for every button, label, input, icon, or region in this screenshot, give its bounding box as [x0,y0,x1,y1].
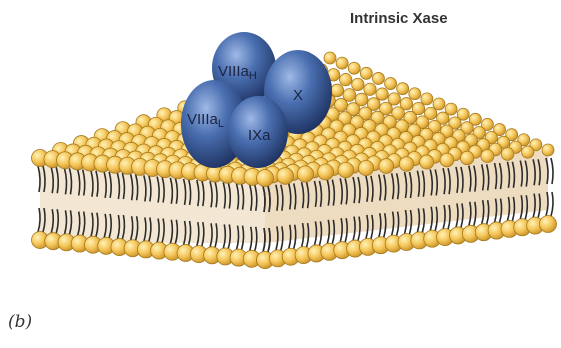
lipid-head [372,72,384,84]
lipid-head [364,83,376,95]
lipid-head [257,170,274,187]
lipid-head [421,93,433,105]
lipid-head [297,166,313,182]
lipid-tail [38,208,40,232]
lipid-head [331,84,344,97]
lipid-head [336,57,348,69]
lipid-head [522,146,534,158]
lipid-head [460,151,473,164]
lipid-tail [551,192,553,216]
lipid-head [338,162,354,178]
lipid-head [358,160,373,175]
lipid-head [352,78,364,90]
lipid-head [360,67,372,79]
lipid-head [481,149,494,162]
lipid-head [409,88,421,100]
lipid-head [376,88,388,100]
lipid-head [440,153,454,167]
lipid-head [340,73,352,85]
lipid-head [277,168,294,185]
lipid-head [379,159,394,174]
diagram-title: Intrinsic Xase [350,10,448,27]
lipid-head [542,144,554,156]
panel-label: (b) [8,312,32,332]
lipid-head [540,216,557,233]
lipid-tail [551,158,553,184]
protein-label-ixa: IXa [248,127,271,144]
lipid-head [324,52,336,64]
lipid-head [399,157,414,172]
lipid-head [385,78,397,90]
lipid-head [318,164,334,180]
lipid-head [501,148,514,161]
lipid-head [420,155,434,169]
lipid-head [348,62,360,74]
lipid-head [397,83,409,95]
lipid-tail [38,166,40,192]
lipid-head [433,98,445,110]
protein-label-x: X [293,87,303,104]
